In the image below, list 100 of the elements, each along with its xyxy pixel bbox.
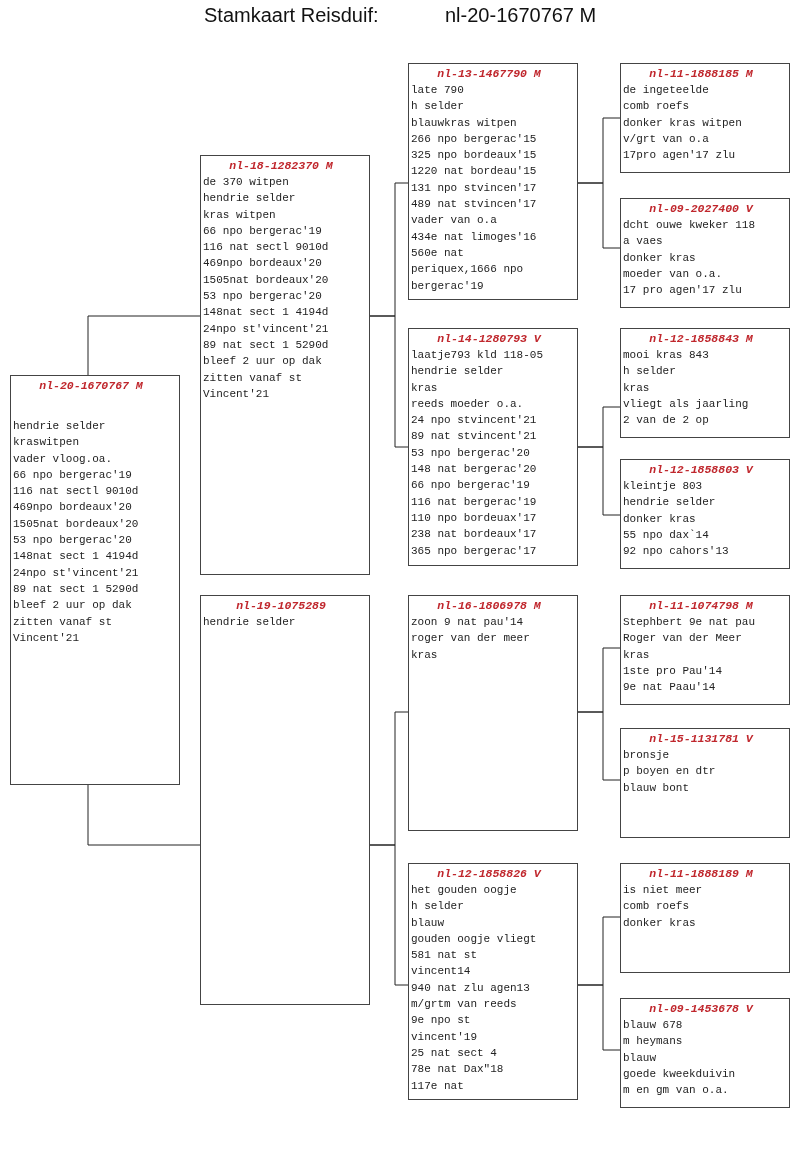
note-line: donker kras [623, 511, 696, 527]
note-line: blauw [623, 1050, 656, 1066]
note-line: kras [411, 380, 438, 396]
note-line: zitten vanaf st [13, 614, 113, 630]
note-line: m heymans [623, 1034, 683, 1050]
ring-number: nl-11-1888185 M [649, 66, 754, 82]
note-line: 53 npo bergerac'20 [13, 533, 132, 549]
note-line: donker kras [623, 915, 696, 931]
connector-line [87, 784, 201, 846]
note-line: 9e npo st [411, 1013, 471, 1029]
note-line: 92 npo cahors'13 [623, 544, 729, 560]
note-line: hendrie selder [203, 191, 296, 207]
note-line: 55 npo dax`14 [623, 527, 709, 543]
connector-line [577, 182, 621, 249]
note-line: hendrie selder [623, 495, 716, 511]
note-line: 89 nat sect 1 5290d [203, 337, 329, 353]
note-line: dcht ouwe kweker 118 [623, 218, 756, 233]
note-line: 78e nat Dax"18 [411, 1062, 504, 1078]
note-line: late 790 [411, 83, 464, 98]
note-line: 9e nat Paau'14 [623, 680, 716, 696]
note-line: 581 nat st [411, 948, 477, 964]
note-line: donker kras witpen [623, 115, 742, 131]
ring-number: nl-20-1670767 M [39, 378, 144, 394]
ring-number: nl-18-1282370 M [229, 158, 334, 174]
note-line: Roger van der Meer [623, 631, 742, 647]
pedigree-card [620, 998, 790, 1108]
note-line: kras [623, 647, 650, 663]
note-line: p boyen en dtr [623, 764, 716, 780]
note-line: blauwkras witpen [411, 115, 517, 131]
ring-number: nl-12-1858826 V [437, 866, 543, 882]
note-line: reeds moeder o.a. [411, 396, 524, 412]
note-line: 66 npo bergerac'19 [203, 223, 322, 239]
note-line: 53 npo bergerac'20 [411, 445, 530, 461]
note-line: 940 nat zlu agen13 [411, 980, 530, 996]
note-line: 266 npo bergerac'15 [411, 131, 537, 147]
ring-number: nl-11-1074798 M [649, 598, 754, 614]
ring-number: nl-11-1888189 M [649, 866, 754, 882]
note-line: 116 nat sectl 9010d [203, 240, 329, 256]
note-line: 560e nat [411, 245, 464, 261]
note-line: het gouden oogje [411, 883, 517, 898]
note-line: laatje793 kld 118-05 [411, 348, 544, 363]
pedigree-card [200, 155, 370, 575]
note-line: 66 npo bergerac'19 [13, 467, 132, 483]
note-line: 148nat sect 1 4194d [13, 549, 139, 565]
note-line: goede kweekduivin [623, 1066, 736, 1082]
note-line: de 370 witpen [203, 175, 289, 190]
note-line: kraswitpen [13, 435, 79, 451]
note-line: bleef 2 uur op dak [203, 354, 322, 370]
ring-number: nl-09-1453678 V [649, 1001, 755, 1017]
note-line: 469npo bordeaux'20 [13, 500, 132, 516]
note-line: hendrie selder [411, 364, 504, 380]
note-line: bergerac'19 [411, 278, 484, 294]
note-line: 53 npo bergerac'20 [203, 289, 322, 305]
title: Stamkaart Reisduif: [204, 4, 379, 27]
connector-line [577, 711, 621, 781]
ring-number: nl-20-1670767 M [445, 4, 597, 27]
note-line: vincent'19 [411, 1029, 477, 1045]
note-line: 2 van de 2 op [623, 413, 709, 429]
connector-line [87, 315, 201, 376]
note-line: moeder van o.a. [623, 266, 723, 282]
pedigree-card [620, 595, 790, 705]
note-line: periquex,1666 npo [411, 262, 524, 278]
ring-number: nl-12-1858843 M [649, 331, 754, 347]
note-line: vliegt als jaarling [623, 396, 749, 412]
pedigree-card [408, 63, 578, 300]
note-line: 1220 nat bordeau'15 [411, 164, 537, 180]
ring-number: nl-16-1806978 M [437, 598, 542, 614]
note-line: h selder [411, 899, 464, 915]
note-line: 25 nat sect 4 [411, 1045, 497, 1061]
ring-number: nl-19-1075289 [236, 598, 327, 614]
note-line: 469npo bordeaux'20 [203, 256, 322, 272]
note-line: kras [411, 647, 438, 663]
pedigree-card [408, 328, 578, 566]
note-line: blauw bont [623, 780, 689, 796]
note-line: m/grtm van reeds [411, 997, 517, 1013]
note-line: m en gm van o.a. [623, 1083, 729, 1099]
note-line: blauw 678 [623, 1018, 683, 1033]
ring-number: nl-12-1858803 V [649, 462, 755, 478]
connector-line [577, 984, 621, 1051]
note-line: h selder [411, 99, 464, 115]
note-line: gouden oogje vliegt [411, 931, 537, 947]
pedigree-card [408, 595, 578, 831]
pedigree-card [200, 595, 370, 1005]
note-line: vader vloog.oa. [13, 451, 113, 467]
note-line: kras [623, 380, 650, 396]
note-line: Vincent'21 [13, 630, 79, 646]
note-line: v/grt van o.a [623, 131, 709, 147]
note-line: 17 pro agen'17 zlu [623, 283, 742, 299]
note-line: Vincent'21 [203, 386, 269, 402]
note-line: 434e nat limoges'16 [411, 229, 537, 245]
note-line: comb roefs [623, 899, 689, 915]
note-line: 89 nat stvincent'21 [411, 429, 537, 445]
connector-line [577, 446, 621, 516]
note-line: 148 nat bergerac'20 [411, 462, 537, 478]
pedigree-card [620, 728, 790, 838]
note-line: 131 npo stvincen'17 [411, 180, 537, 196]
pedigree-card [620, 328, 790, 438]
note-line: 116 nat sectl 9010d [13, 484, 139, 500]
note-line: comb roefs [623, 99, 689, 115]
note-line: 489 nat stvincen'17 [411, 197, 537, 213]
